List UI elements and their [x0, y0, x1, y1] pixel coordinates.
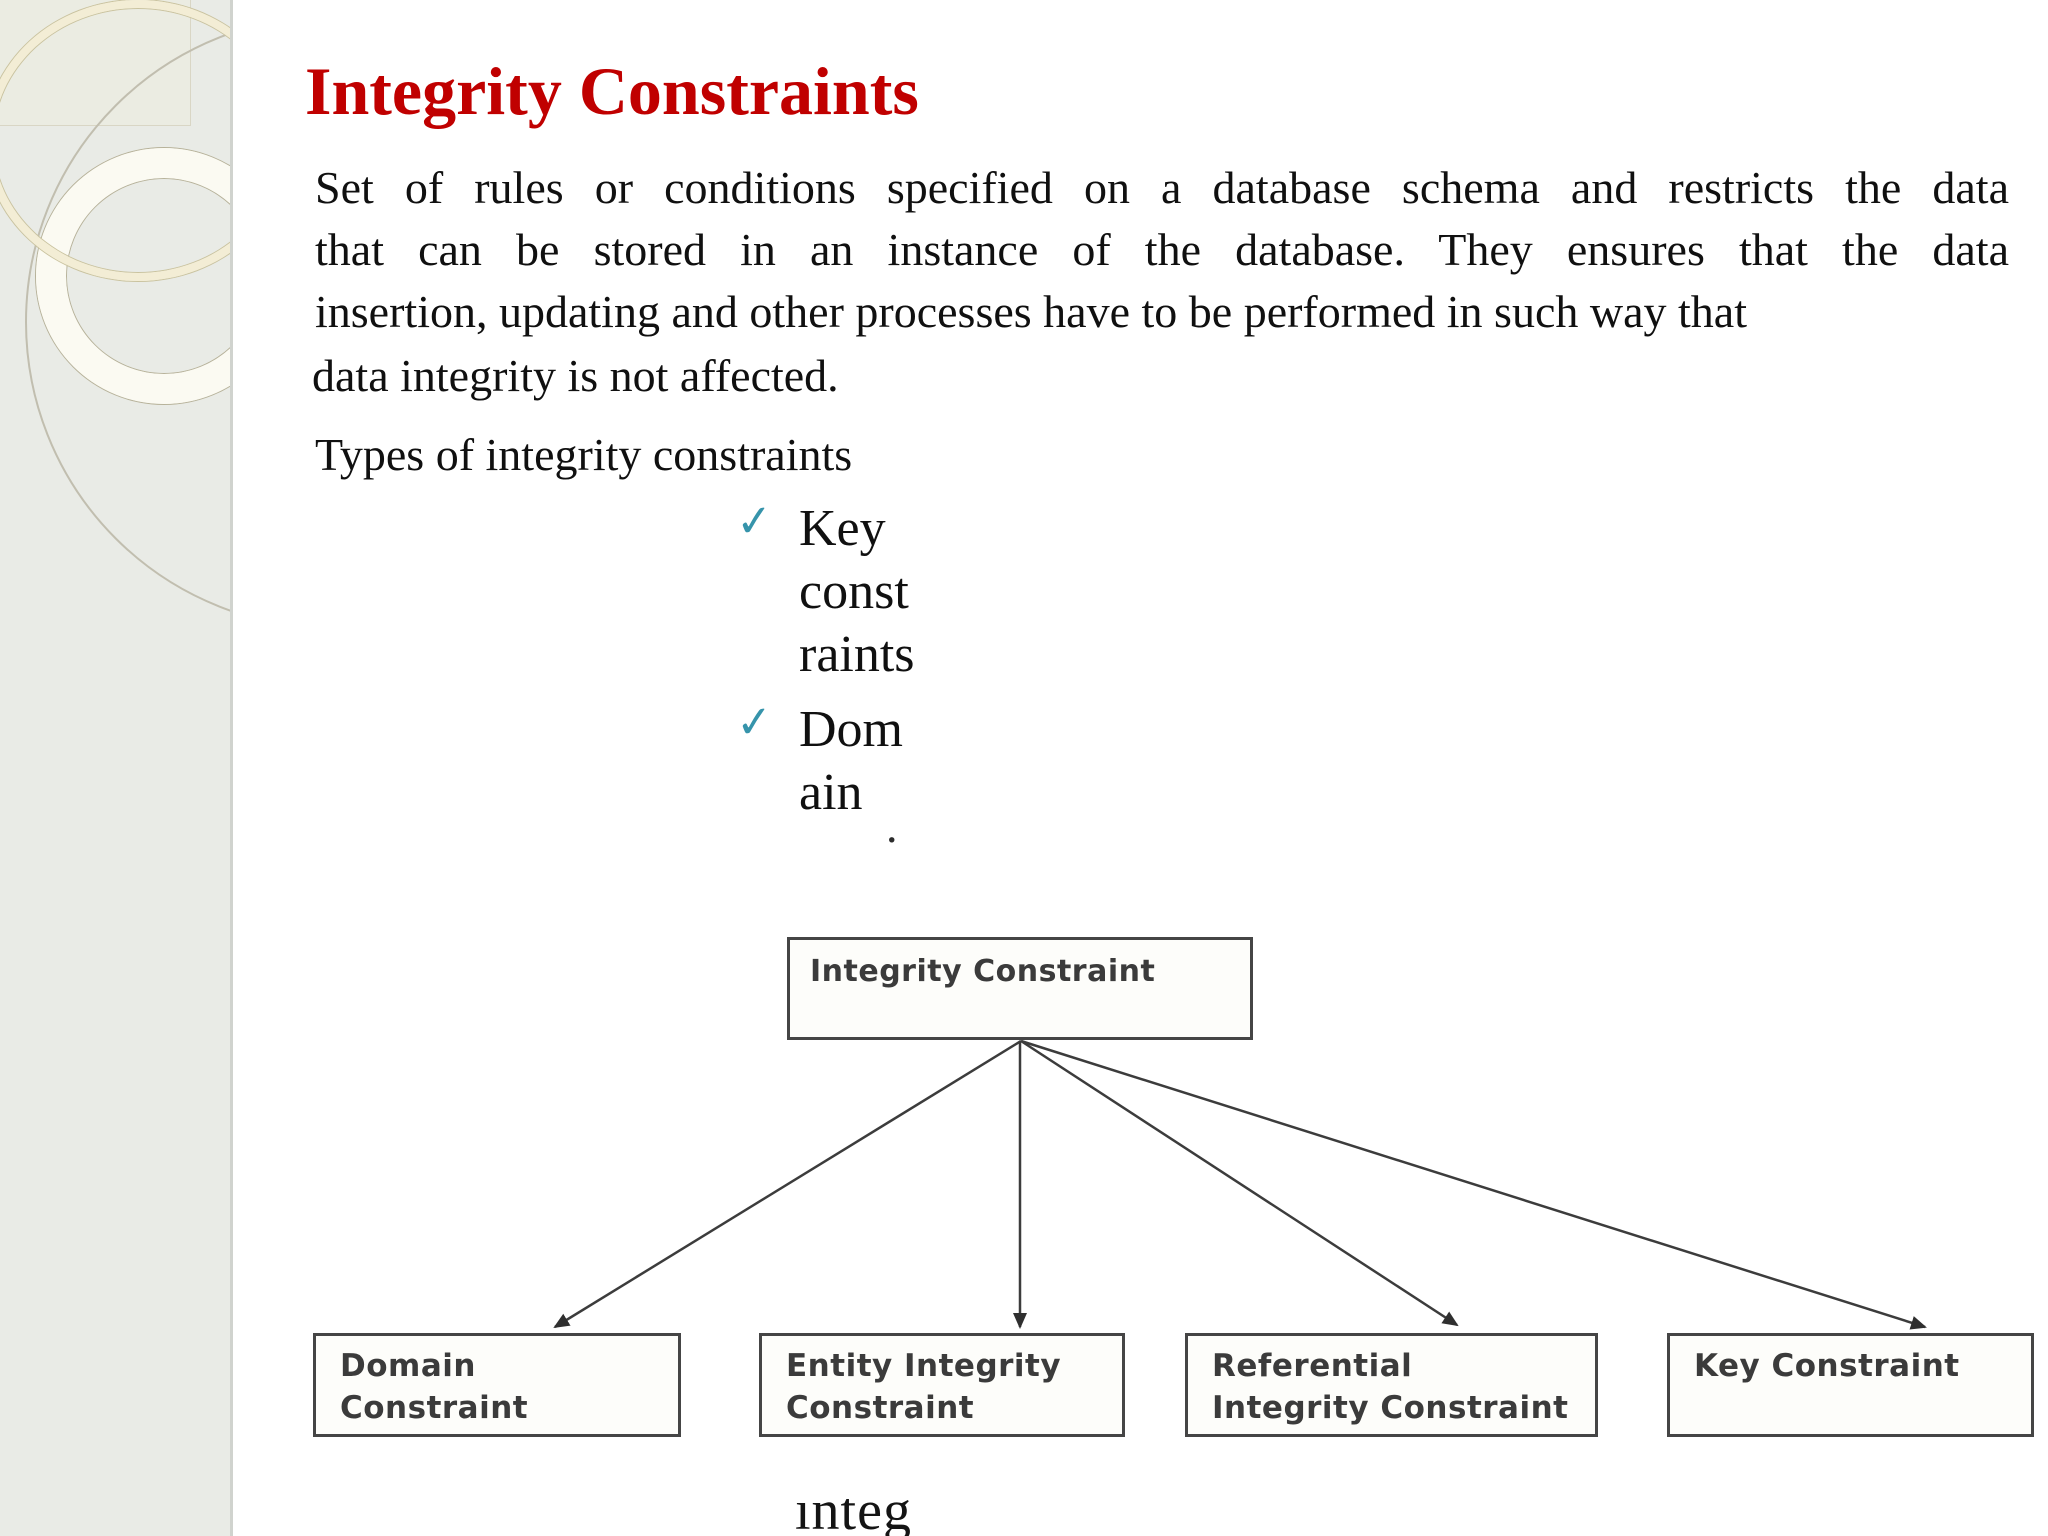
diagram-box-label: Constraint	[786, 1390, 975, 1426]
bullet-line: Key	[799, 500, 886, 557]
bullet-line: raints	[799, 626, 915, 683]
diagram-box-label: Constraint	[340, 1390, 529, 1426]
body-line: insertion, updating and other processes …	[315, 286, 1747, 337]
diagram-box-entity-integrity-constraint: Entity Integrity Constraint	[759, 1333, 1125, 1437]
diagram-root-label: Integrity Constraint	[810, 954, 1156, 989]
clipped-bottom-text: integ	[795, 1499, 1035, 1536]
diagram-box-label: Key Constraint	[1694, 1348, 1960, 1384]
sidebar-ring-thin	[0, 0, 230, 281]
body-paragraph: Set of rules or conditions specified on …	[315, 157, 2009, 343]
diagram-box-label: Referential	[1212, 1348, 1413, 1384]
clipped-word: integ	[795, 1499, 912, 1536]
bullet-line: ain	[799, 764, 863, 821]
diagram-box-key-constraint: Key Constraint	[1667, 1333, 2034, 1437]
slide-title: Integrity Constraints	[305, 53, 919, 129]
diagram-box-label: Entity Integrity	[786, 1348, 1062, 1384]
types-heading: Types of integrity constraints	[315, 429, 853, 480]
bullet-item-key-constraints: Key const raints	[799, 497, 999, 686]
diagram-root-box: Integrity Constraint	[787, 937, 1253, 1040]
diagram-box-referential-integrity-constraint: Referential Integrity Constraint	[1185, 1333, 1598, 1437]
body-line: Set of rules or conditions specified on …	[315, 162, 2009, 213]
bullet-line: Dom	[799, 701, 903, 758]
bullet-item-domain: Dom ain	[799, 698, 999, 824]
stray-period-mark: .	[886, 801, 898, 852]
diagram-box-label: Integrity Constraint	[1212, 1390, 1569, 1426]
diagram-box-domain-constraint: Domain Constraint	[313, 1333, 681, 1437]
diagram-box-label: Domain	[340, 1348, 476, 1384]
checkmark-icon: ✓	[734, 695, 775, 750]
body-line: that can be stored in an instance of the…	[315, 224, 2009, 275]
body-line-affected: data integrity is not affected.	[312, 350, 839, 401]
sidebar-decoration	[0, 0, 233, 1536]
checkmark-icon: ✓	[734, 494, 775, 549]
bullet-line: const	[799, 563, 909, 620]
